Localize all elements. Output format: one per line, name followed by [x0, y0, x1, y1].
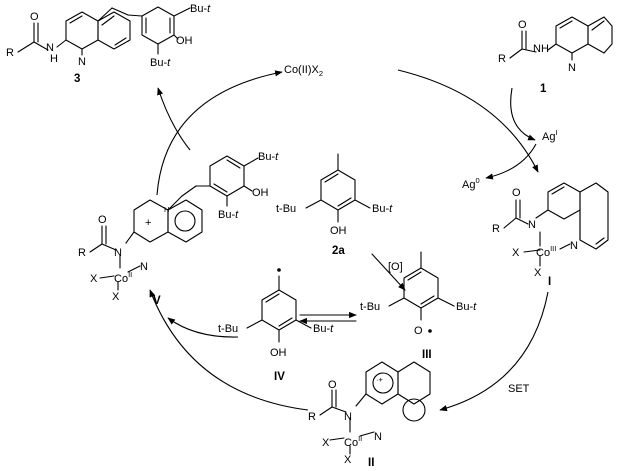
svg-text:Co(II)X2: Co(II)X2 — [284, 64, 323, 78]
svg-text:X: X — [322, 437, 330, 449]
svg-text:N: N — [374, 431, 382, 443]
svg-text:NH: NH — [533, 43, 549, 55]
compound-1: O R NH N 1 — [498, 16, 613, 95]
arrow-II-to-V — [149, 289, 309, 411]
set-label: SET — [508, 383, 530, 395]
svg-text:R: R — [498, 53, 506, 65]
svg-text:OH: OH — [330, 225, 347, 237]
svg-text:CoIII: CoIII — [536, 244, 556, 259]
svg-text:N: N — [568, 62, 576, 74]
svg-text:N: N — [78, 56, 86, 68]
svg-text:III: III — [422, 349, 432, 361]
svg-text:N: N — [344, 411, 352, 423]
svg-text:t-Bu: t-Bu — [276, 203, 296, 215]
svg-text:Bu-t: Bu-t — [150, 57, 171, 69]
arrow-ag-out — [485, 143, 537, 180]
svg-text:Ag0: Ag0 — [462, 176, 480, 191]
svg-text:CoII: CoII — [344, 434, 362, 449]
svg-text:CoII: CoII — [114, 270, 132, 285]
silver-labels: AgI Ag0 — [462, 128, 558, 191]
svg-text:R: R — [6, 47, 14, 59]
svg-text:Bu-t: Bu-t — [313, 323, 334, 335]
svg-text:t-Bu: t-Bu — [360, 301, 380, 313]
phenoxyl-radical-III: Bu-t t-Bu O III — [360, 251, 477, 361]
complex-I: O R N X CoIII N X I — [492, 182, 609, 288]
svg-text:R: R — [308, 411, 316, 423]
svg-text:R: R — [492, 223, 500, 235]
svg-text:X: X — [90, 273, 98, 285]
svg-text:Bu-t: Bu-t — [456, 301, 477, 313]
arrow-ag-in — [510, 87, 536, 141]
svg-text:X: X — [512, 247, 520, 259]
svg-text:t-Bu: t-Bu — [218, 323, 238, 335]
compound-3: O R N H N Bu-t OH Bu-t 3 — [6, 3, 211, 85]
svg-text:O: O — [30, 11, 39, 23]
arrow-IV-to-V — [167, 317, 239, 338]
svg-text:I: I — [548, 276, 551, 288]
svg-text:OH: OH — [270, 347, 287, 359]
svg-text:H: H — [164, 205, 169, 214]
svg-text:AgI: AgI — [542, 128, 558, 143]
svg-text:OH: OH — [176, 35, 193, 47]
arrow-I-to-II — [439, 291, 549, 412]
catalyst-label: Co(II)X2 — [284, 64, 323, 78]
svg-text:2a: 2a — [332, 245, 345, 257]
svg-text:1: 1 — [540, 83, 547, 95]
svg-text:N: N — [528, 219, 536, 231]
intermediate-V: + H O R N N X CoII X Bu-t OH Bu-t V — [78, 151, 279, 307]
svg-text:Bu-t: Bu-t — [190, 3, 211, 15]
svg-text:N: N — [140, 261, 148, 273]
compound-2a: Bu-t t-Bu OH 2a — [276, 153, 393, 257]
svg-text:H: H — [50, 53, 58, 65]
svg-text:O: O — [328, 379, 337, 391]
arrow-release-3 — [157, 87, 191, 151]
svg-text:X: X — [534, 267, 542, 279]
svg-text:Bu-t: Bu-t — [218, 209, 239, 221]
benzyl-radical-IV: Bu-t t-Bu OH IV — [218, 268, 334, 383]
svg-text:N: N — [570, 240, 578, 252]
svg-text:IV: IV — [274, 371, 285, 383]
svg-text:·+: ·+ — [376, 375, 383, 384]
svg-text:O: O — [98, 214, 107, 226]
svg-text:+: + — [145, 217, 151, 229]
svg-text:X: X — [112, 291, 120, 303]
svg-text:N: N — [114, 247, 122, 259]
svg-text:N: N — [46, 42, 54, 54]
cycle-arrows — [149, 69, 549, 412]
svg-text:R: R — [78, 247, 86, 259]
svg-text:V: V — [153, 295, 161, 307]
svg-text:Bu-t: Bu-t — [258, 151, 279, 163]
svg-text:O: O — [414, 325, 423, 337]
arrow-V-to-catalyst — [156, 70, 283, 196]
radical-cation-II: ·+ O R N N X CoII X II — [308, 361, 431, 469]
arrow-catalyst-to-I — [397, 69, 539, 173]
svg-text:II: II — [368, 457, 374, 469]
svg-text:O: O — [518, 19, 527, 31]
svg-text:Bu-t: Bu-t — [372, 203, 393, 215]
svg-text:O: O — [512, 187, 521, 199]
oxidation-label: [O] — [388, 261, 403, 273]
svg-text:3: 3 — [74, 73, 80, 85]
arrow-2a-to-III — [371, 253, 406, 291]
svg-text:OH: OH — [252, 187, 269, 199]
svg-text:X: X — [344, 454, 352, 466]
